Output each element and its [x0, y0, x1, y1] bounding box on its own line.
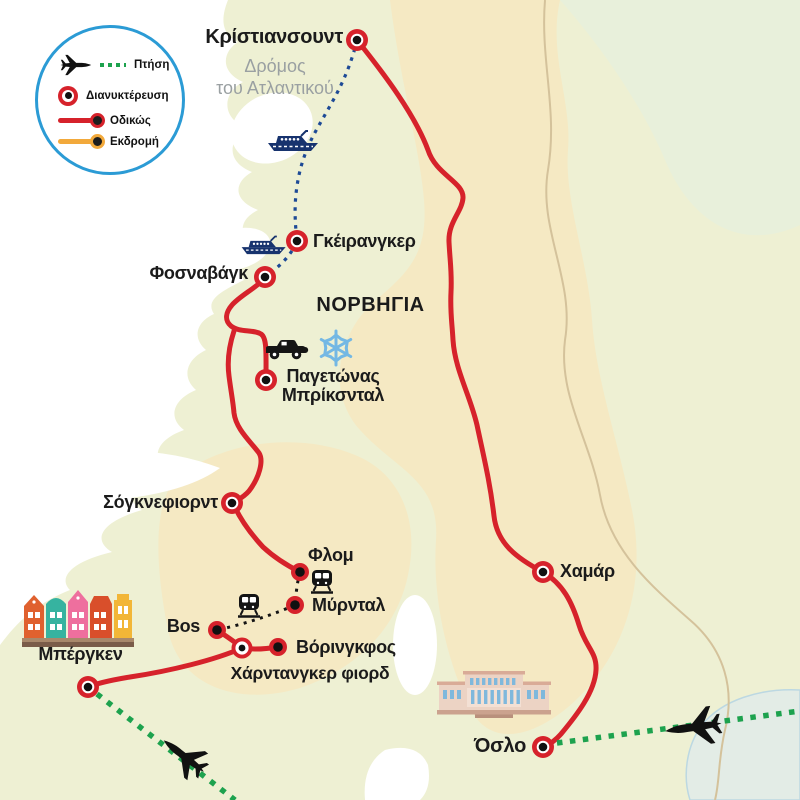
label-voringfos: Βόρινγκφος [296, 637, 396, 657]
legend-overnight-label: Διανυκτέρευση [86, 89, 169, 102]
label-hardanger-fjord: Χάρντανγκερ φιορδ [230, 663, 390, 683]
legend-road-label: Οδικώς [110, 114, 151, 127]
legend-excursion-label: Εκδρομή [110, 135, 159, 148]
label-atlantic-road-2: του Ατλαντικού [216, 78, 334, 98]
background-road [543, 0, 730, 800]
marker-fosnavag [254, 266, 276, 288]
label-fosnavag: Φοσναβάγκ [149, 263, 248, 283]
legend: Πτήση Διανυκτέρευση Οδικώς Εκδρομή [35, 25, 185, 175]
marker-geiranger [286, 230, 308, 252]
overnight-marker-icon [58, 85, 78, 106]
label-briksdal-line2: Μπρίκσνταλ [281, 384, 385, 405]
marker-sognefjord [221, 492, 243, 514]
ferry-route [265, 39, 359, 278]
label-geiranger: Γκέιρανγκερ [313, 231, 416, 251]
marker-bergen [77, 676, 99, 698]
mint-area [560, 0, 800, 236]
marker-voss [208, 621, 226, 639]
label-norway-region: ΝΟΡΒΗΓΙΑ [316, 294, 425, 316]
label-hamar: Χαμάρ [560, 561, 615, 581]
marker-oslo [532, 736, 554, 758]
label-myrdal: Μύρνταλ [312, 595, 386, 615]
label-sognefjord: Σόγκνεφιορντ [103, 492, 218, 512]
legend-excursion-row: Εκδρομή [58, 134, 182, 149]
train-route [216, 571, 302, 632]
flight-dots-icon [100, 62, 126, 67]
legend-flight-row: Πτήση [58, 53, 182, 77]
oslo-palace-icon [437, 671, 551, 718]
label-oslo: Όσλο [473, 735, 526, 757]
label-briksdal-line1: Παγετώνας [286, 366, 380, 386]
label-atlantic-road-1: Δρόμος [244, 56, 306, 76]
label-voss: Bos [166, 616, 200, 636]
marker-kristiansund [346, 29, 368, 51]
flight-routes [95, 691, 800, 800]
marker-voringfos [269, 638, 287, 656]
marker-hamar [532, 561, 554, 583]
marker-flam [291, 563, 309, 581]
label-flam: Φλομ [308, 545, 354, 565]
label-kristiansund: Κρίστιανσουντ [205, 26, 343, 48]
label-bergen: Μπέργκεν [38, 644, 123, 664]
sea-and-fjords [0, 0, 437, 800]
bergen-houses-icon [22, 590, 134, 647]
road-routes [86, 37, 599, 750]
airplane-icon [60, 54, 92, 75]
road-line-icon [58, 113, 105, 128]
legend-road-row: Οδικώς [58, 113, 182, 128]
marker-hardanger [231, 637, 253, 659]
marker-myrdal [286, 596, 304, 614]
legend-overnight-row: Διανυκτέρευση [58, 85, 182, 106]
legend-flight-label: Πτήση [134, 58, 170, 71]
excursion-line-icon [58, 134, 105, 149]
